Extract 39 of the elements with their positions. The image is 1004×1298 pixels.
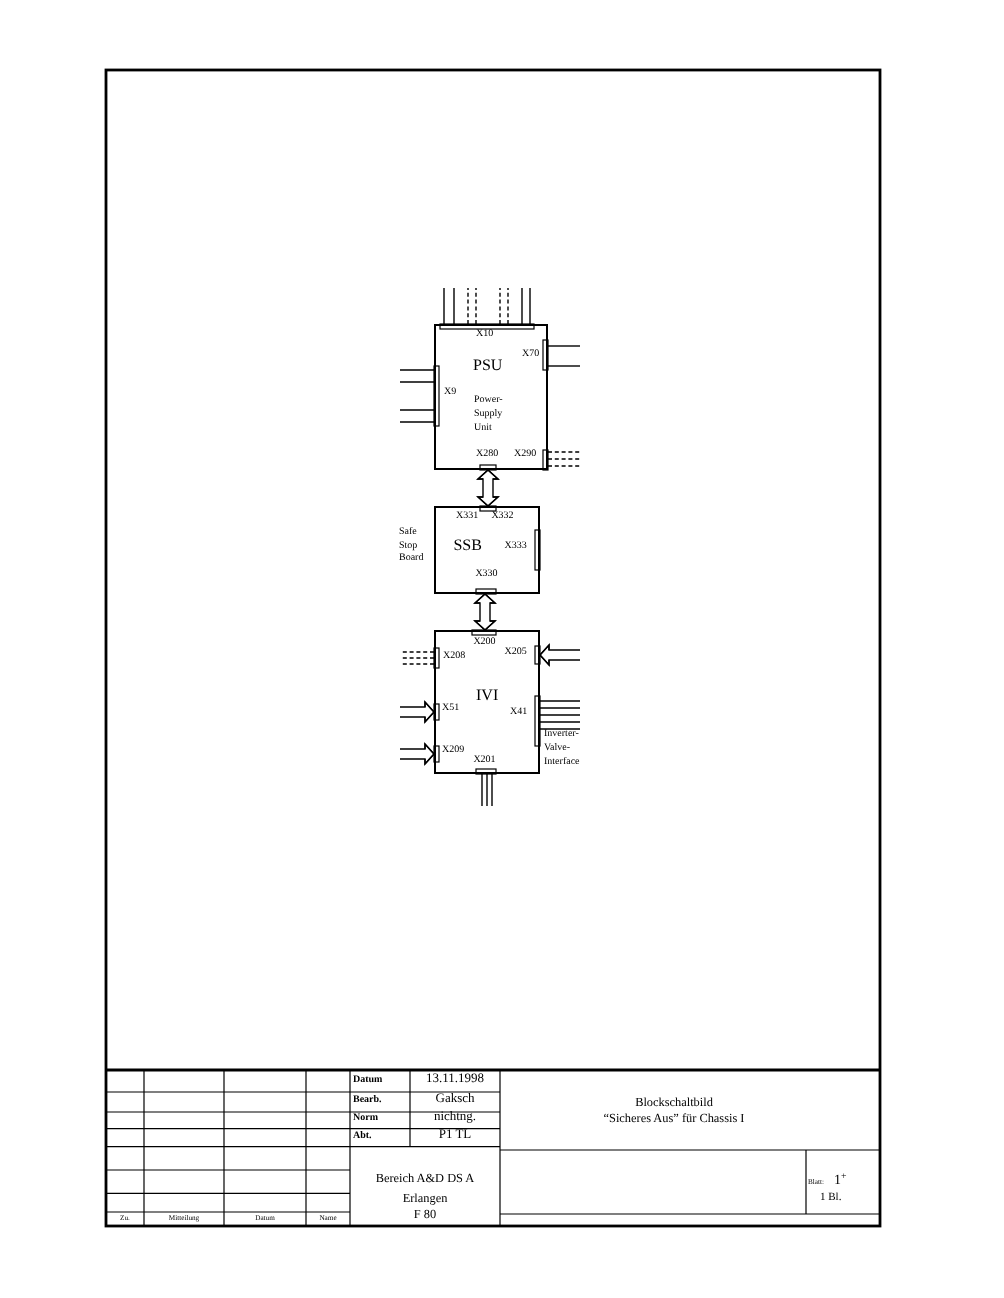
cable-line bbox=[399, 381, 435, 383]
cable-line bbox=[539, 728, 581, 730]
arrow bbox=[539, 643, 581, 667]
cable-line bbox=[539, 714, 581, 716]
cable-line bbox=[529, 287, 531, 325]
cable-line bbox=[539, 707, 581, 709]
cable-line bbox=[443, 287, 445, 325]
cable-line bbox=[399, 663, 435, 665]
cable-line bbox=[453, 287, 455, 325]
cable-line bbox=[491, 773, 493, 807]
cable-line bbox=[399, 651, 435, 653]
arrow bbox=[399, 700, 435, 724]
cable-line bbox=[399, 657, 435, 659]
block-box bbox=[434, 324, 548, 470]
cable-line bbox=[547, 458, 581, 460]
cable-line bbox=[399, 421, 435, 423]
cable-line bbox=[539, 700, 581, 702]
cable-line bbox=[481, 773, 483, 807]
block-box bbox=[434, 630, 540, 774]
cable-line bbox=[507, 287, 509, 325]
cable-line bbox=[399, 409, 435, 411]
block-box bbox=[434, 506, 540, 594]
block-title: IVI bbox=[476, 688, 499, 704]
arrow bbox=[399, 742, 435, 766]
cable-line bbox=[486, 773, 488, 807]
block-title: SSB bbox=[453, 538, 482, 555]
cable-line bbox=[521, 287, 523, 325]
cable-line bbox=[539, 721, 581, 723]
block-title: PSU bbox=[473, 358, 503, 375]
cable-line bbox=[399, 369, 435, 371]
cable-line bbox=[499, 287, 501, 325]
double-arrow bbox=[476, 469, 500, 507]
cable-line bbox=[547, 465, 581, 467]
cable-line bbox=[547, 345, 581, 347]
cable-line bbox=[467, 287, 469, 325]
cable-line bbox=[475, 287, 477, 325]
cable-line bbox=[547, 451, 581, 453]
cable-line bbox=[547, 365, 581, 367]
double-arrow bbox=[473, 593, 497, 631]
